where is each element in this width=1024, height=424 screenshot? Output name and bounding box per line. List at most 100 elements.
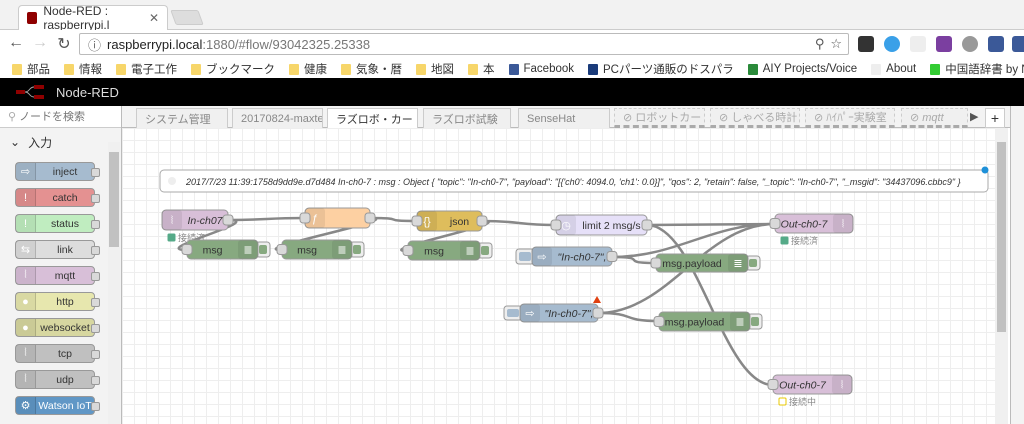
bookmark-star-icon[interactable]: ☆ <box>830 36 842 51</box>
palette-node-inject[interactable]: ⇨inject <box>15 162 100 181</box>
bookmark-item[interactable]: 電子工作 <box>116 61 177 77</box>
scroll-tabs-right-icon[interactable]: ▶ <box>970 111 979 123</box>
wire[interactable] <box>481 219 557 227</box>
bookmark-extension-icon[interactable] <box>1012 36 1024 52</box>
wire[interactable] <box>177 218 238 252</box>
output-port[interactable] <box>91 350 100 359</box>
flow-tab[interactable]: ⊘ mqtt <box>901 108 968 128</box>
wire[interactable] <box>611 222 776 259</box>
debug-message-comment[interactable]: 2017/7/23 11:39:1758d9dd9e.d7d484 In-ch0… <box>159 166 989 193</box>
facebook-extension-icon[interactable] <box>988 36 1004 52</box>
palette-search[interactable]: ⚲ <box>0 106 121 128</box>
delay-limit-node[interactable]: ◷limit 2 msg/s <box>550 214 653 236</box>
flow-tab[interactable]: ⊘ ロボットカー <box>614 108 705 128</box>
palette-node-status[interactable]: !status <box>15 214 100 233</box>
function-node[interactable]: ƒ <box>299 207 376 229</box>
input-port[interactable] <box>299 212 311 224</box>
forward-icon[interactable]: → <box>32 34 48 51</box>
bookmark-item[interactable]: Facebook <box>508 63 574 75</box>
input-port[interactable] <box>550 219 562 231</box>
workspace-scrollbar[interactable] <box>995 128 1008 424</box>
new-tab-button[interactable] <box>170 10 204 25</box>
flow-tab[interactable]: 20170824-maxtest-t <box>232 108 323 128</box>
debug-node[interactable]: ≣msg <box>276 239 365 260</box>
palette-node-link[interactable]: ⇆link <box>15 240 100 259</box>
bookmark-item[interactable]: 中国語辞書 by NAVER <box>930 61 1024 77</box>
reload-icon[interactable]: ↻ <box>57 36 71 53</box>
palette-search-input[interactable] <box>19 110 115 123</box>
evernote-extension-icon[interactable] <box>858 36 874 52</box>
bookmark-item[interactable]: 健康 <box>289 61 327 77</box>
back-icon[interactable]: ← <box>8 34 24 51</box>
palette-category-input[interactable]: ⌄入力 <box>0 132 107 152</box>
palette-node-websocket[interactable]: ●websocket <box>15 318 100 337</box>
browser-tab[interactable]: Node-RED : raspberrypi.l✕ <box>18 4 168 32</box>
output-port[interactable] <box>91 194 100 203</box>
flow-tab[interactable]: システム管理 <box>136 108 228 128</box>
palette-node-mqtt[interactable]: ⦚mqtt <box>15 266 100 285</box>
output-port[interactable] <box>592 307 604 319</box>
flow-workspace[interactable]: 2017/7/23 11:39:1758d9dd9e.d7d484 In-ch0… <box>122 128 995 424</box>
bookmark-item[interactable]: 気象・暦 <box>341 61 402 77</box>
palette-scrollbar[interactable] <box>108 142 120 424</box>
output-port[interactable] <box>364 212 376 224</box>
output-port[interactable] <box>641 219 653 231</box>
wire[interactable] <box>227 216 306 222</box>
bookmark-item[interactable]: 部品 <box>12 61 50 77</box>
onenote-extension-icon[interactable] <box>936 36 952 52</box>
output-port[interactable] <box>222 214 234 226</box>
bookmark-item[interactable]: PCパーツ通販のドスパラ <box>588 61 734 77</box>
output-port[interactable] <box>91 168 100 177</box>
output-port[interactable] <box>476 215 488 227</box>
bookmark-item[interactable]: 地図 <box>416 61 454 77</box>
bookmark-item[interactable]: AIY Projects/Voice <box>747 63 857 75</box>
bookmark-item[interactable]: 情報 <box>64 61 102 77</box>
wire[interactable] <box>400 219 490 253</box>
bookmark-item[interactable]: About <box>871 63 916 75</box>
palette-node-watson-iot[interactable]: ⚙Watson IoT <box>15 396 100 415</box>
inject-node[interactable]: ⇨"In-ch0-7", <box>503 296 604 323</box>
bookmark-item[interactable]: 本 <box>468 61 495 77</box>
output-port[interactable] <box>91 376 100 385</box>
input-port[interactable] <box>411 215 423 227</box>
palette-node-http[interactable]: ●http <box>15 292 100 311</box>
input-port[interactable] <box>181 244 193 255</box>
flow-tab[interactable]: ラズロボ試験 <box>423 108 511 128</box>
cloud-extension-icon[interactable] <box>884 36 900 52</box>
bookmark-item[interactable]: ブックマーク <box>191 61 275 77</box>
extension-icon[interactable] <box>910 36 926 52</box>
debug-node[interactable]: ≣msg <box>181 239 271 260</box>
json-node[interactable]: {}json <box>411 210 488 232</box>
flow-tab[interactable]: SenseHat <box>518 108 610 128</box>
debug-node[interactable]: ≣msg.payload <box>653 311 763 332</box>
inject-node[interactable]: ⇨"In-ch0-7", <box>515 246 618 267</box>
input-port[interactable] <box>402 245 414 256</box>
palette-node-tcp[interactable]: ⦚tcp <box>15 344 100 363</box>
wire[interactable] <box>646 223 774 387</box>
output-port[interactable] <box>91 220 100 229</box>
close-tab-icon[interactable]: ✕ <box>148 11 159 25</box>
extension-icon[interactable] <box>962 36 978 52</box>
add-flow-button[interactable]: + <box>985 108 1005 128</box>
output-port[interactable] <box>91 272 100 281</box>
wire[interactable] <box>274 216 378 252</box>
flow-tab[interactable]: ⊘ ﾊｲﾊﾟｰ実験室 <box>805 108 895 128</box>
sidebar-panel-edge[interactable] <box>1010 106 1024 424</box>
wire[interactable] <box>597 311 660 323</box>
input-port[interactable] <box>650 257 662 269</box>
output-port[interactable] <box>606 251 618 262</box>
palette-node-catch[interactable]: !catch <box>15 188 100 207</box>
output-port[interactable] <box>91 402 100 411</box>
zoom-icon[interactable]: ⚲ <box>814 36 825 51</box>
input-port[interactable] <box>653 316 665 327</box>
flow-tab[interactable]: ラズロボ・カー <box>327 108 418 129</box>
palette-node-udp[interactable]: ⦚udp <box>15 370 100 389</box>
wire[interactable] <box>611 255 657 265</box>
flow-tab[interactable]: ⊘ しゃべる時計 <box>710 108 800 128</box>
debug-node[interactable]: ≣msg.payload <box>650 253 761 273</box>
output-port[interactable] <box>91 246 100 255</box>
